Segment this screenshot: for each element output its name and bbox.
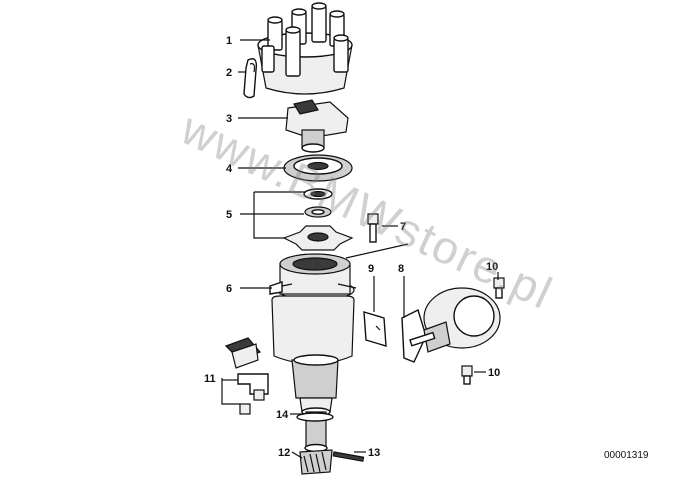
callout-10-upper: 10 (486, 261, 498, 273)
callout-14: 14 (276, 409, 289, 421)
callout-5: 5 (226, 209, 232, 221)
vacuum-advance-unit-part[interactable] (409, 287, 501, 353)
distributor-housing-part[interactable] (271, 295, 355, 453)
bracket-part[interactable] (363, 311, 387, 347)
callout-12: 12 (278, 447, 290, 459)
callout-7: 7 (400, 221, 406, 233)
screw-upper-part[interactable] (493, 277, 505, 299)
callout-3: 3 (226, 113, 232, 125)
screw-part[interactable] (367, 213, 379, 243)
callout-11: 11 (204, 373, 216, 385)
callout-4: 4 (226, 163, 233, 175)
document-id: 00001319 (604, 450, 649, 461)
pickup-coil-part[interactable] (269, 253, 357, 301)
callout-9: 9 (368, 263, 374, 275)
callout-1: 1 (226, 35, 232, 47)
drive-gear-part[interactable] (299, 449, 333, 475)
callout-10-lower: 10 (488, 367, 500, 379)
leader-lines (221, 39, 499, 459)
roll-pin-part[interactable] (332, 451, 365, 462)
distributor-cap-part[interactable] (257, 2, 353, 95)
dust-shield-part[interactable] (283, 154, 353, 182)
callout-8: 8 (398, 263, 404, 275)
retaining-clip-part[interactable] (243, 58, 258, 99)
callout-13: 13 (368, 447, 380, 459)
callout-2: 2 (226, 67, 232, 79)
connector-part[interactable] (224, 337, 269, 415)
o-ring-part[interactable] (296, 412, 334, 422)
rotor-part[interactable] (285, 99, 349, 153)
washer-set-part[interactable] (282, 188, 354, 251)
vacuum-bracket-part[interactable] (401, 309, 427, 363)
screw-lower-part[interactable] (461, 365, 473, 385)
callout-labels: 1 2 3 4 5 6 7 8 9 10 10 11 12 13 14 (204, 35, 500, 459)
callout-6: 6 (226, 283, 232, 295)
